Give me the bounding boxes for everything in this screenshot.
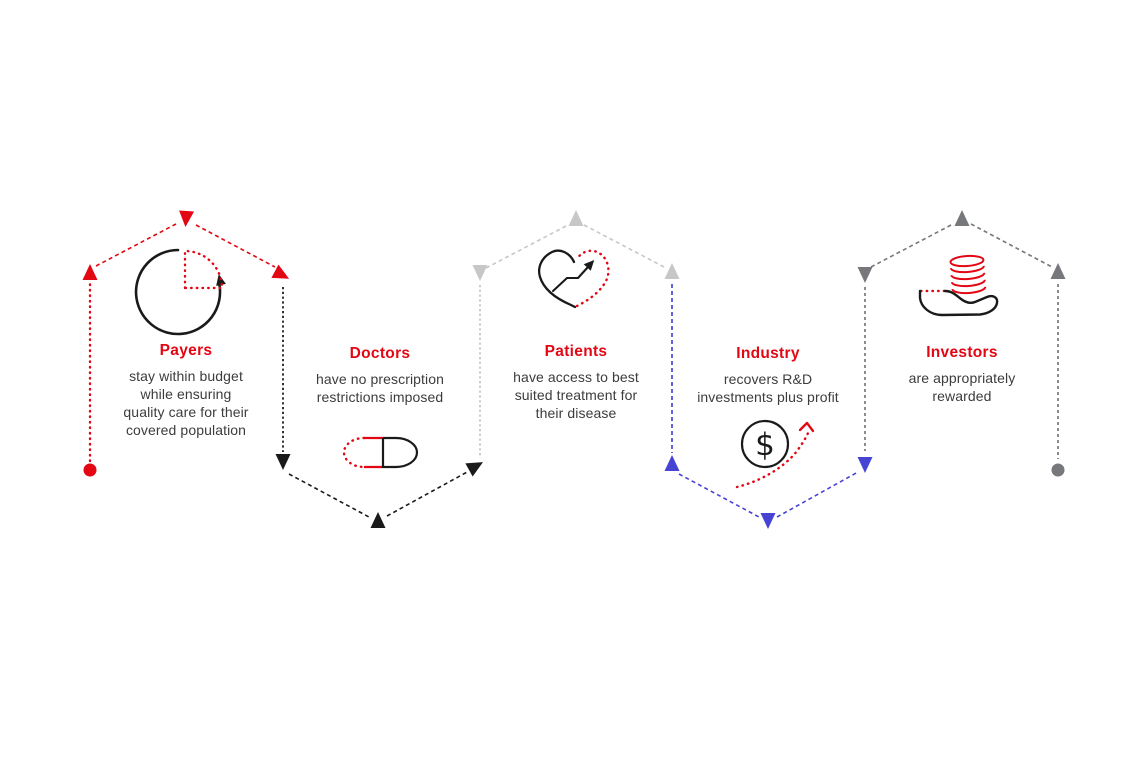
stakeholder-doctors: Doctors have no prescription restriction… [275, 345, 485, 406]
arrow-down-icon [857, 457, 873, 473]
pill-capsule-icon [342, 436, 419, 469]
arrow-up-icon [370, 512, 386, 528]
arrow-down-icon [275, 454, 291, 470]
stakeholder-description-investors: are appropriately rewarded [908, 370, 1016, 404]
stakeholder-title-doctors: Doctors [349, 345, 411, 362]
doctors-connector [275, 287, 483, 528]
arrow-down-icon [472, 265, 488, 281]
stakeholder-description-payers: stay within budget while ensuring qualit… [123, 368, 249, 438]
heart-growth-icon [538, 249, 610, 309]
stakeholder-title-payers: Payers [159, 342, 213, 359]
arrow-up-icon [954, 210, 970, 226]
stakeholder-payers: Payers stay within budget while ensuring… [81, 342, 291, 439]
arrow-up-right-icon [465, 462, 483, 477]
pie-chart-icon [134, 248, 226, 336]
dollar-coin-icon: $ [735, 419, 815, 489]
stakeholder-description-patients: have access to best suited treatment for… [513, 369, 639, 421]
stakeholder-industry: Industry recovers R&D investments plus p… [663, 345, 873, 406]
patients-connector [472, 210, 680, 458]
stakeholder-description-industry: recovers R&D investments plus profit [697, 371, 839, 405]
investors-connector [857, 210, 1066, 477]
arrow-up-icon [568, 210, 584, 226]
arrow-down-icon [179, 210, 195, 227]
arrow-up-chevron-icon [798, 421, 815, 433]
stakeholder-investors: Investors are appropriately rewarded [857, 344, 1067, 405]
arrow-up-icon [1050, 263, 1066, 279]
coin-stack [949, 254, 987, 295]
arrow-up-icon [664, 455, 680, 471]
arrow-down-right-icon [271, 264, 290, 279]
arrow-up-icon [664, 263, 680, 279]
stakeholder-description-doctors: have no prescription restrictions impose… [315, 371, 445, 405]
stakeholder-patients: Patients have access to best suited trea… [471, 343, 681, 422]
payers-connector [82, 210, 290, 477]
industry-connector [664, 284, 873, 529]
dollar-sign: $ [755, 427, 775, 463]
stakeholder-title-industry: Industry [736, 345, 800, 362]
investors-end-dot [1051, 463, 1065, 477]
hand-coins-icon [918, 254, 999, 317]
stakeholder-title-investors: Investors [926, 344, 998, 361]
stakeholder-title-patients: Patients [544, 343, 608, 360]
arrow-down-icon [857, 267, 873, 283]
arrow-up-icon [82, 264, 98, 280]
payers-start-dot [83, 463, 97, 477]
arrow-down-icon [760, 513, 776, 529]
